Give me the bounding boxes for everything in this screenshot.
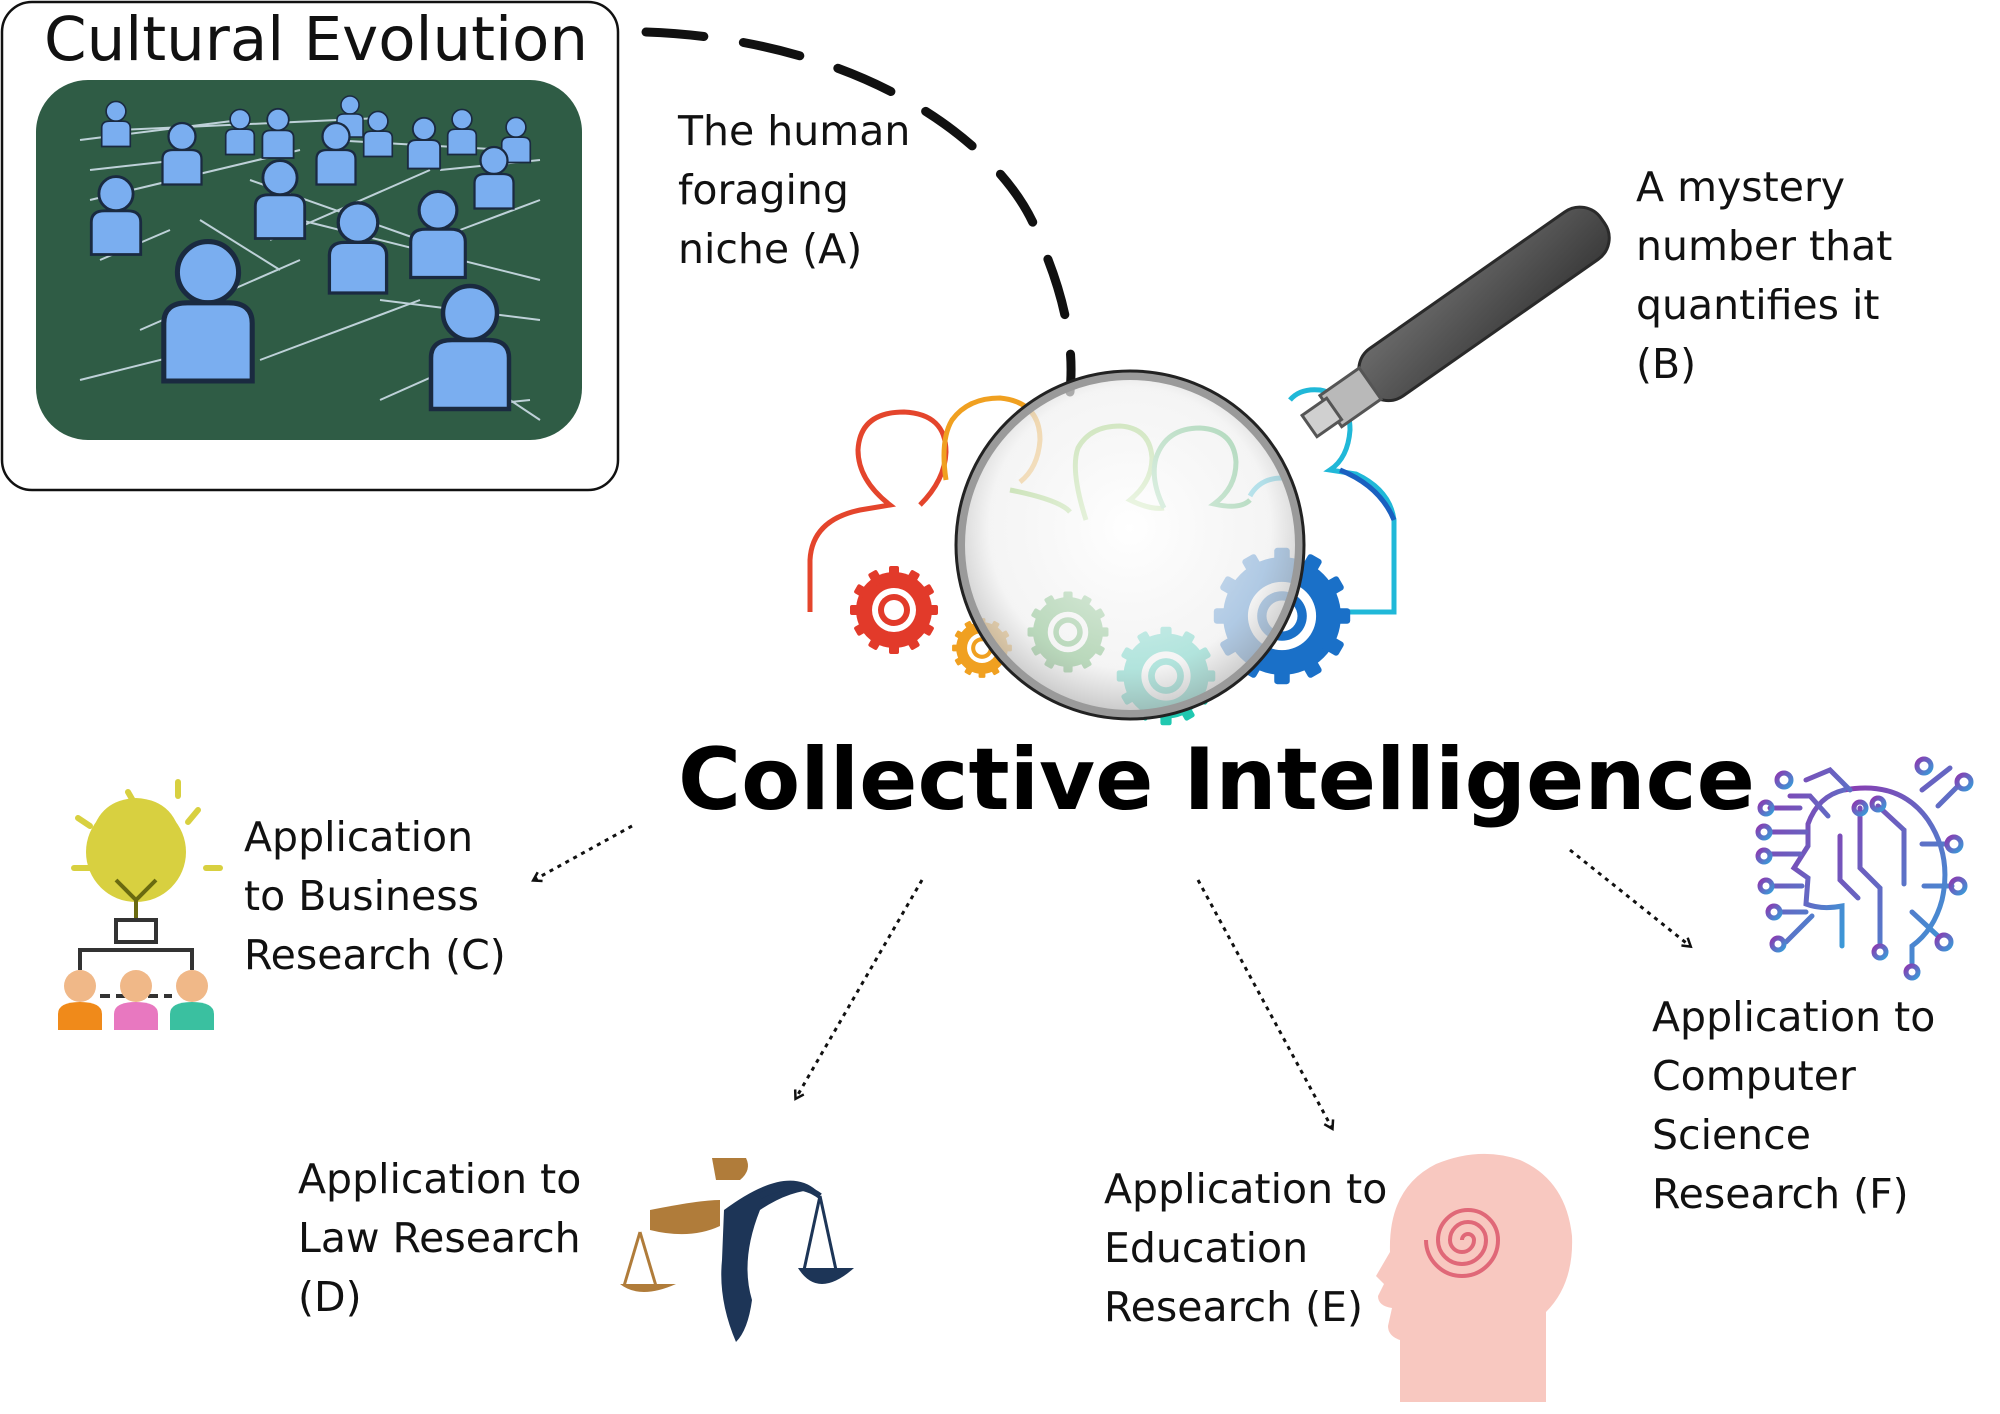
person-icon [224,108,256,156]
arrow-to-computer-science [1569,848,1690,946]
person-icon [315,121,357,186]
person-icon [253,159,307,240]
person-icon [406,116,442,170]
arrow-to-education [1196,879,1332,1128]
education-head-icon [1376,1153,1573,1402]
person-icon [362,110,394,158]
gear-red-icon [850,566,938,654]
person-icon [89,175,143,256]
law-scales-icon [620,1158,854,1342]
collective-intelligence-title: Collective Intelligence [678,730,1755,830]
person-icon [261,107,295,159]
label-education-research: Application to Education Research (E) [1104,1165,1388,1331]
arrow-to-law [796,879,924,1098]
label-computer-science-research: Application to Computer Science Research… [1652,993,1936,1218]
label-law-research: Application to Law Research (D) [298,1155,582,1321]
arrow-to-business [534,824,633,880]
person-icon [100,100,132,148]
person-icon [473,145,515,210]
label-mystery-number: A mystery number that quantifies it (B) [1636,163,1893,388]
person-icon [164,242,252,381]
person-icon [431,286,509,409]
person-icon [446,108,478,156]
label-foraging-niche: The human foraging niche (A) [678,107,911,273]
person-icon [161,121,203,186]
computer-science-circuit-icon [1755,756,1974,981]
magnifying-glass-icon [954,205,1611,721]
application-arrows [534,824,1690,1128]
business-lightbulb-icon [58,779,223,1030]
cultural-evolution-title: Cultural Evolution [44,4,588,75]
foraging-niche-arc [641,27,1076,397]
person-icon [327,201,389,295]
label-business-research: Application to Business Research (C) [244,813,506,979]
person-icon [409,189,467,280]
